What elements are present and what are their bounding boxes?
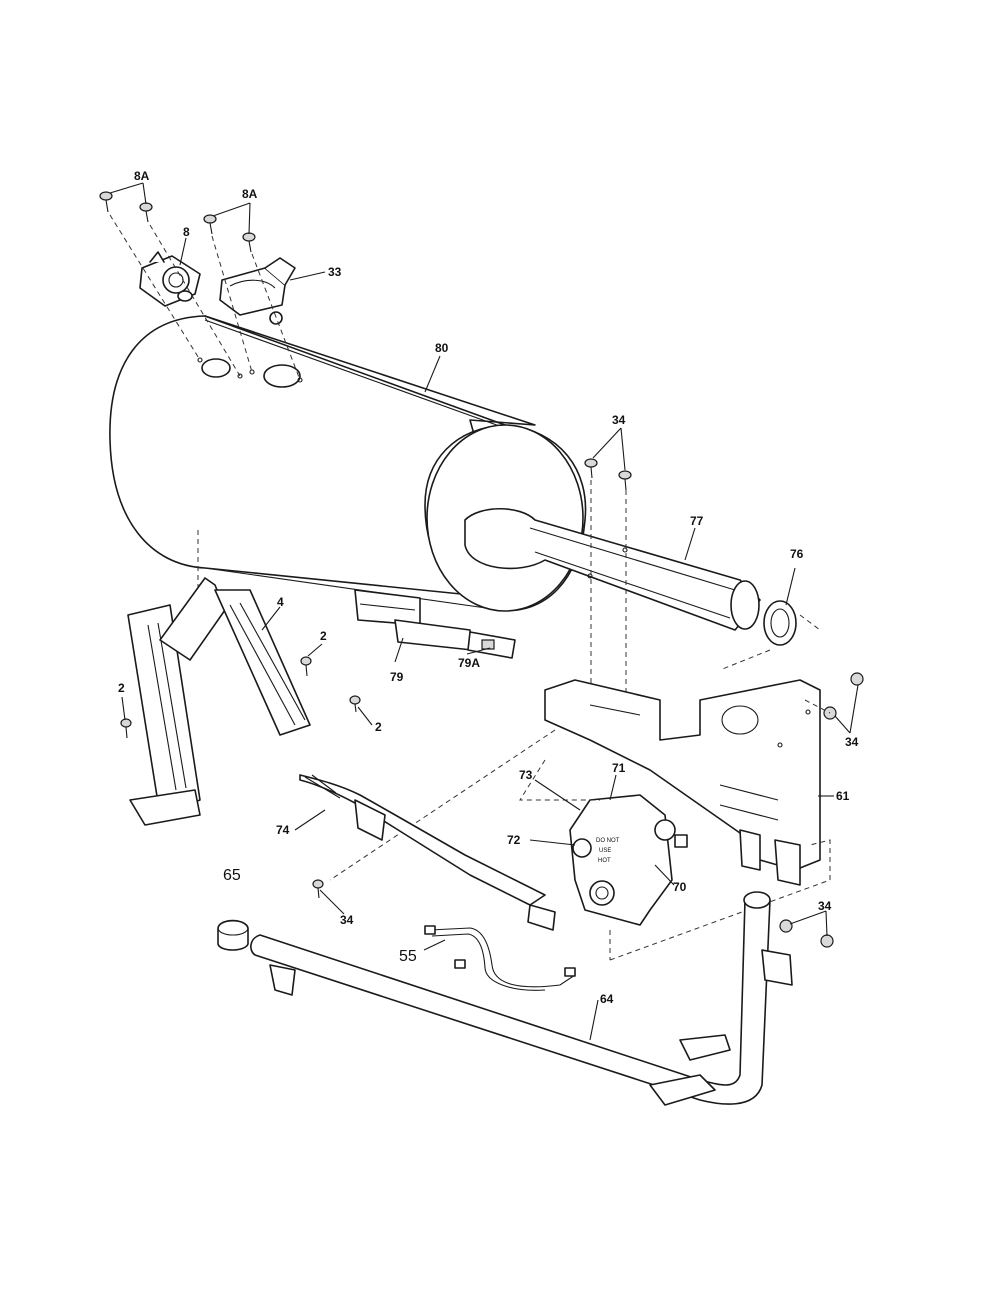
callout-72: 72 bbox=[507, 833, 521, 847]
callout-65: 65 bbox=[223, 867, 241, 884]
manifold-tube-part-64 bbox=[250, 891, 793, 1106]
screw-34-br1 bbox=[779, 919, 793, 933]
screw-2-3 bbox=[349, 695, 361, 713]
leader-lines bbox=[109, 182, 859, 1041]
callout-55: 55 bbox=[399, 948, 417, 965]
mounting-plate-part-61 bbox=[544, 679, 821, 886]
burner-bracket-part-79 bbox=[354, 589, 473, 651]
screw-8a-3 bbox=[203, 214, 217, 235]
pilot-assembly-part-74 bbox=[299, 774, 556, 931]
callout-labels: 8A 8A 8 33 80 34 77 76 4 2 2 2 79 79A 34… bbox=[118, 169, 859, 1006]
callout-80: 80 bbox=[435, 341, 449, 355]
gas-valve-part-70: DO NOT USE HOT bbox=[569, 794, 688, 926]
screw-group-34-top bbox=[584, 458, 632, 491]
callout-8a-right: 8A bbox=[242, 187, 258, 201]
callout-34-br: 34 bbox=[818, 899, 832, 913]
callout-34-right: 34 bbox=[845, 735, 859, 749]
callout-76: 76 bbox=[790, 547, 804, 561]
valve-marking-2: USE bbox=[599, 848, 611, 854]
valve-marking-1: DO NOT bbox=[596, 838, 620, 844]
callout-2-low: 2 bbox=[375, 720, 382, 734]
leg-bracket-part-4 bbox=[127, 577, 311, 826]
callout-33: 33 bbox=[328, 265, 342, 279]
callout-2-left: 2 bbox=[118, 681, 125, 695]
callout-34-top: 34 bbox=[612, 413, 626, 427]
callout-61: 61 bbox=[836, 789, 850, 803]
callout-79a: 79A bbox=[458, 656, 480, 670]
screw-group-2 bbox=[120, 656, 361, 739]
screw-group-8a bbox=[99, 191, 256, 253]
screw-34-r1 bbox=[850, 672, 864, 686]
callout-70: 70 bbox=[673, 880, 687, 894]
callout-74: 74 bbox=[276, 823, 290, 837]
screw-group-34-br bbox=[779, 919, 834, 948]
screw-group-34-right bbox=[823, 672, 864, 720]
valve-marking-3: HOT bbox=[598, 858, 611, 864]
callout-64: 64 bbox=[600, 992, 614, 1006]
screw-34-t1 bbox=[584, 458, 598, 479]
bracket-part-33 bbox=[219, 257, 296, 325]
callout-2-mid: 2 bbox=[320, 629, 327, 643]
screw-8a-2 bbox=[139, 202, 153, 223]
callout-34-lower: 34 bbox=[340, 913, 354, 927]
screw-34-lower bbox=[312, 879, 324, 899]
burner-bracket-part-79a bbox=[467, 631, 516, 659]
cap-part-65 bbox=[217, 919, 249, 951]
callout-4: 4 bbox=[277, 595, 284, 609]
screw-2-2 bbox=[120, 718, 132, 739]
callout-8a-left: 8A bbox=[134, 169, 150, 183]
wire-harness-part-55 bbox=[424, 925, 576, 991]
screw-8a-4 bbox=[242, 232, 256, 253]
screw-34-t2 bbox=[618, 470, 632, 491]
callout-77: 77 bbox=[690, 514, 704, 528]
screw-2-1 bbox=[300, 656, 312, 677]
sight-ring-part-76 bbox=[763, 600, 797, 646]
screw-8a-1 bbox=[99, 191, 113, 213]
callout-73: 73 bbox=[519, 768, 533, 782]
callout-8: 8 bbox=[183, 225, 190, 239]
burner-tube-part-77 bbox=[464, 507, 761, 631]
screw-34-br2 bbox=[820, 934, 834, 948]
callout-71: 71 bbox=[612, 761, 626, 775]
thermostat-part-8 bbox=[139, 251, 201, 307]
callout-79: 79 bbox=[390, 670, 404, 684]
